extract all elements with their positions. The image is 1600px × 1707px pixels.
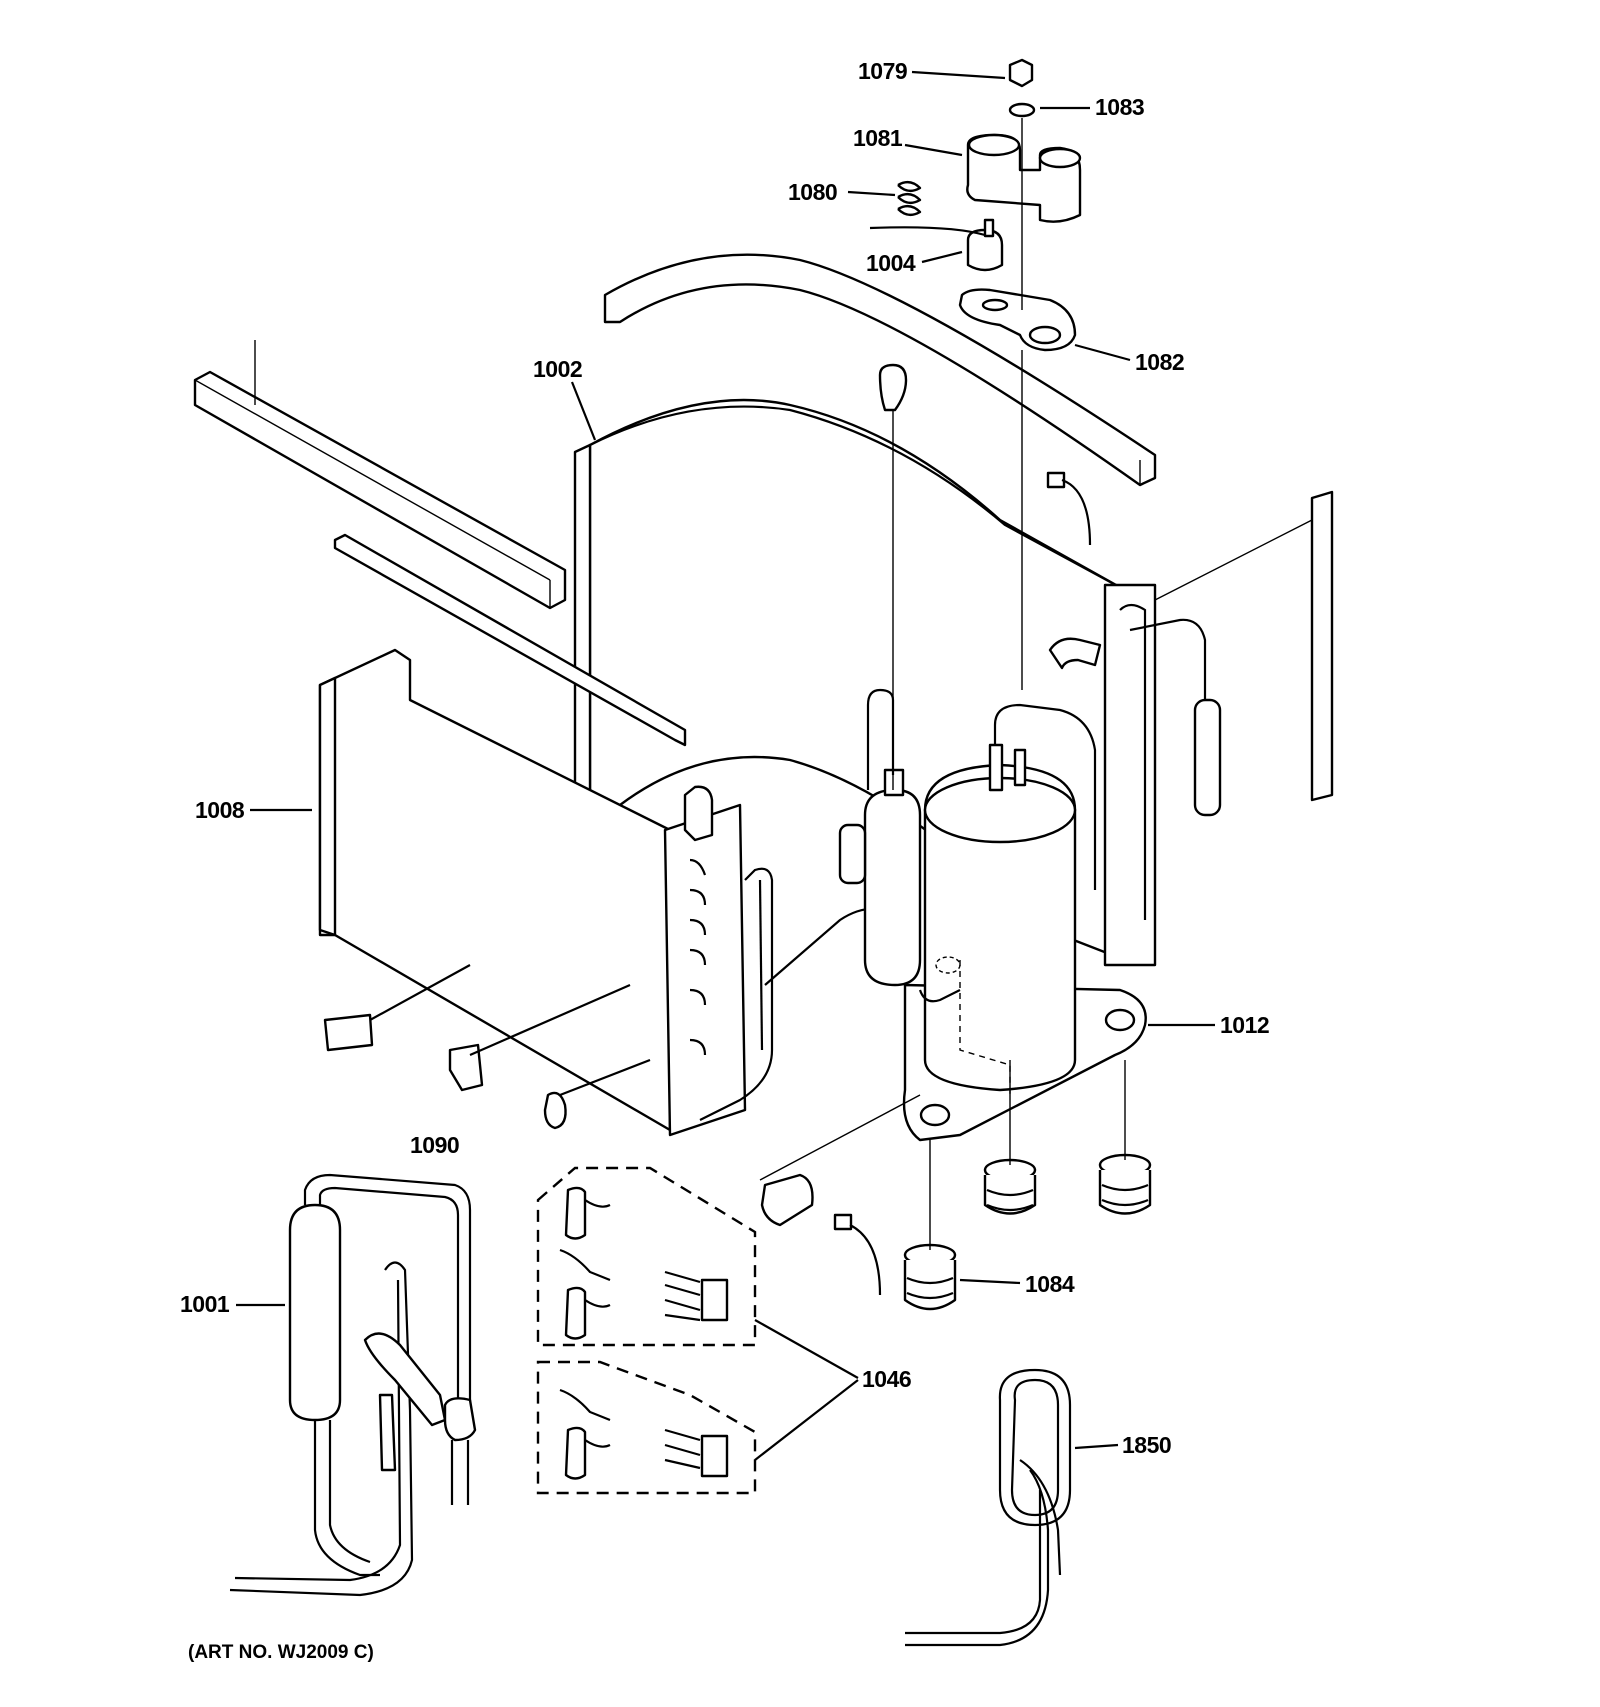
callout-1083: 1083 <box>1095 94 1144 120</box>
callout-1079: 1079 <box>858 58 907 84</box>
callout-1046: 1046 <box>862 1366 911 1392</box>
callout-1001: 1001 <box>180 1291 230 1317</box>
capillary-tube <box>905 1368 1072 1647</box>
wiring-kit <box>536 1166 757 1495</box>
callout-1084: 1084 <box>1025 1271 1075 1297</box>
art-number: (ART NO. WJ2009 C) <box>188 1642 374 1663</box>
clips <box>323 363 1102 1296</box>
callout-1082: 1082 <box>1135 349 1184 375</box>
callout-1080: 1080 <box>788 179 837 205</box>
callout-1002: 1002 <box>533 356 582 382</box>
compressor <box>838 688 1147 1142</box>
callout-1090: 1090 <box>410 1132 459 1158</box>
callout-1004: 1004 <box>866 250 916 276</box>
callout-1008: 1008 <box>195 797 245 823</box>
callout-1012: 1012 <box>1220 1012 1269 1038</box>
callout-1081: 1081 <box>853 125 903 151</box>
accumulator-assembly <box>229 1173 477 1597</box>
overload-assembly <box>869 58 1082 690</box>
callout-1850: 1850 <box>1122 1432 1171 1458</box>
grommets <box>903 1060 1152 1311</box>
foam-strips <box>193 253 1334 802</box>
leader-lines <box>236 70 1215 1461</box>
evaporator-coil <box>318 648 901 1137</box>
callout-labels: 1079 1083 1081 1080 1004 1082 1002 1008 … <box>180 58 1270 1663</box>
